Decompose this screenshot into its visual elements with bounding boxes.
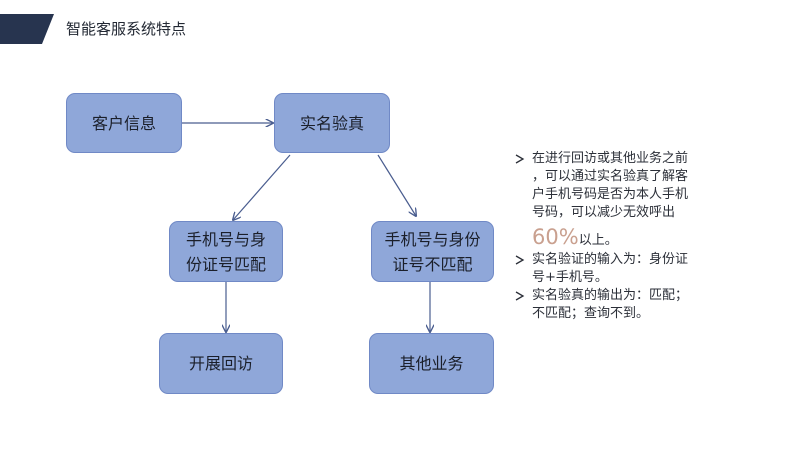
node-phone-id-no-match-label: 手机号与身份 证号不匹配 — [384, 229, 481, 274]
arrow-verify-to-no-match — [377, 154, 416, 216]
page-title: 智能客服系统特点 — [66, 20, 187, 38]
chevron-right-icon — [515, 154, 525, 164]
note-bullet-2: 实名验证的输入为：身份证 号+手机号。 — [512, 251, 732, 287]
note-bullet-1-text: 在进行回访或其他业务之前 ，可以通过实名验真了解客 户手机号码是否为本人手机 号… — [532, 151, 689, 220]
note-bullet-3: 实名验真的输出为：匹配； 不匹配；查询不到。 — [512, 287, 732, 323]
node-real-name-verify: 实名验真 — [274, 93, 390, 153]
node-phone-id-match-label: 手机号与身 份证号匹配 — [185, 229, 266, 274]
node-phone-id-no-match: 手机号与身份 证号不匹配 — [371, 221, 494, 282]
note-bullet-2-text: 实名验证的输入为：身份证 号+手机号。 — [532, 252, 689, 285]
notes-panel: 在进行回访或其他业务之前 ，可以通过实名验真了解客 户手机号码是否为本人手机 号… — [512, 150, 732, 323]
node-follow-up-label: 开展回访 — [188, 354, 253, 373]
node-phone-id-match: 手机号与身 份证号匹配 — [169, 221, 283, 282]
node-other-business-label: 其他业务 — [399, 354, 464, 373]
chevron-right-icon — [515, 255, 525, 265]
note-bullet-3-text: 实名验真的输出为：匹配； 不匹配；查询不到。 — [532, 288, 689, 321]
stat-highlight: 60% — [532, 225, 579, 249]
header-accent-band — [0, 14, 54, 44]
stat-tail: 以上。 — [578, 233, 618, 248]
note-bullet-1-emphasis: 60%以上。 — [532, 223, 732, 251]
node-follow-up: 开展回访 — [159, 333, 283, 394]
note-bullet-1: 在进行回访或其他业务之前 ，可以通过实名验真了解客 户手机号码是否为本人手机 号… — [512, 150, 732, 251]
node-customer-info: 客户信息 — [66, 93, 182, 153]
chevron-right-icon — [515, 291, 525, 301]
node-other-business: 其他业务 — [369, 333, 494, 394]
node-customer-info-label: 客户信息 — [91, 113, 156, 133]
arrow-verify-to-match — [233, 154, 291, 220]
node-real-name-verify-label: 实名验真 — [299, 113, 364, 133]
